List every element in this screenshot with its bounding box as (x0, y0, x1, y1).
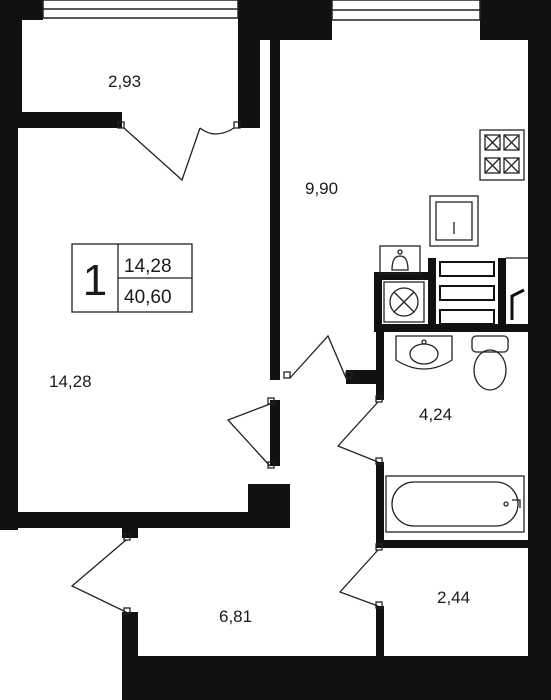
living-door (226, 397, 275, 469)
room-labels: 2,93 9,90 14,28 4,24 6,81 2,44 (49, 72, 470, 626)
wall-shaft-bottom (374, 324, 528, 332)
wall-shaft-right (498, 258, 506, 332)
room-area-living: 14,28 (49, 372, 92, 391)
badge-rooms-count: 1 (83, 256, 107, 305)
wall-living-right-upper (270, 40, 280, 380)
wall-living-left (0, 112, 18, 530)
wall-balcony-top-left (0, 0, 43, 20)
washbasin-small-icon (379, 245, 421, 275)
bathroom-door (336, 395, 383, 465)
toilet-icon (471, 335, 509, 391)
doors (70, 121, 383, 615)
kitchen-door (283, 334, 353, 379)
wall-balcony-left (0, 0, 22, 128)
room-area-kitchen: 9,90 (305, 179, 338, 198)
entrance-door (70, 533, 131, 615)
badge-living-area: 14,28 (124, 256, 172, 277)
balcony-door (117, 121, 241, 182)
shaft-cells (439, 257, 528, 325)
room-area-storage: 2,44 (437, 588, 470, 607)
wall-bath-top (346, 370, 376, 384)
room-area-hallway: 6,81 (219, 607, 252, 626)
wall-bottom (122, 656, 551, 700)
wall-balcony-right (238, 0, 260, 128)
windows (42, 0, 481, 21)
wall-storage-top (376, 540, 528, 548)
storage-door (338, 543, 383, 609)
wall-right (528, 0, 551, 700)
wall-shaft-top (374, 272, 430, 280)
kitchen-sink-icon (429, 195, 479, 247)
wall-bath-left-lower (376, 462, 384, 548)
wall-hall-left (122, 512, 138, 538)
apartment-badge: 1 14,28 40,60 (71, 243, 193, 313)
fixtures (379, 129, 528, 533)
badge-total-area: 40,60 (124, 287, 172, 308)
bath-washbasin-icon (395, 335, 453, 370)
wall-shaft-left (374, 272, 382, 330)
wall-storage-left (376, 606, 384, 656)
stove-icon (479, 129, 525, 181)
wall-living-right-lower (270, 400, 280, 466)
room-area-balcony: 2,93 (108, 72, 141, 91)
wall-top-center (260, 0, 332, 40)
bathtub-icon (385, 475, 525, 533)
wall-living-top-left (0, 112, 122, 128)
pillar (248, 484, 290, 528)
wall-living-top-right (238, 112, 260, 128)
washing-machine-icon (383, 281, 425, 323)
wall-bath-left-upper (376, 330, 384, 400)
room-area-bathroom: 4,24 (419, 405, 452, 424)
wall-shaft-box (428, 258, 436, 332)
